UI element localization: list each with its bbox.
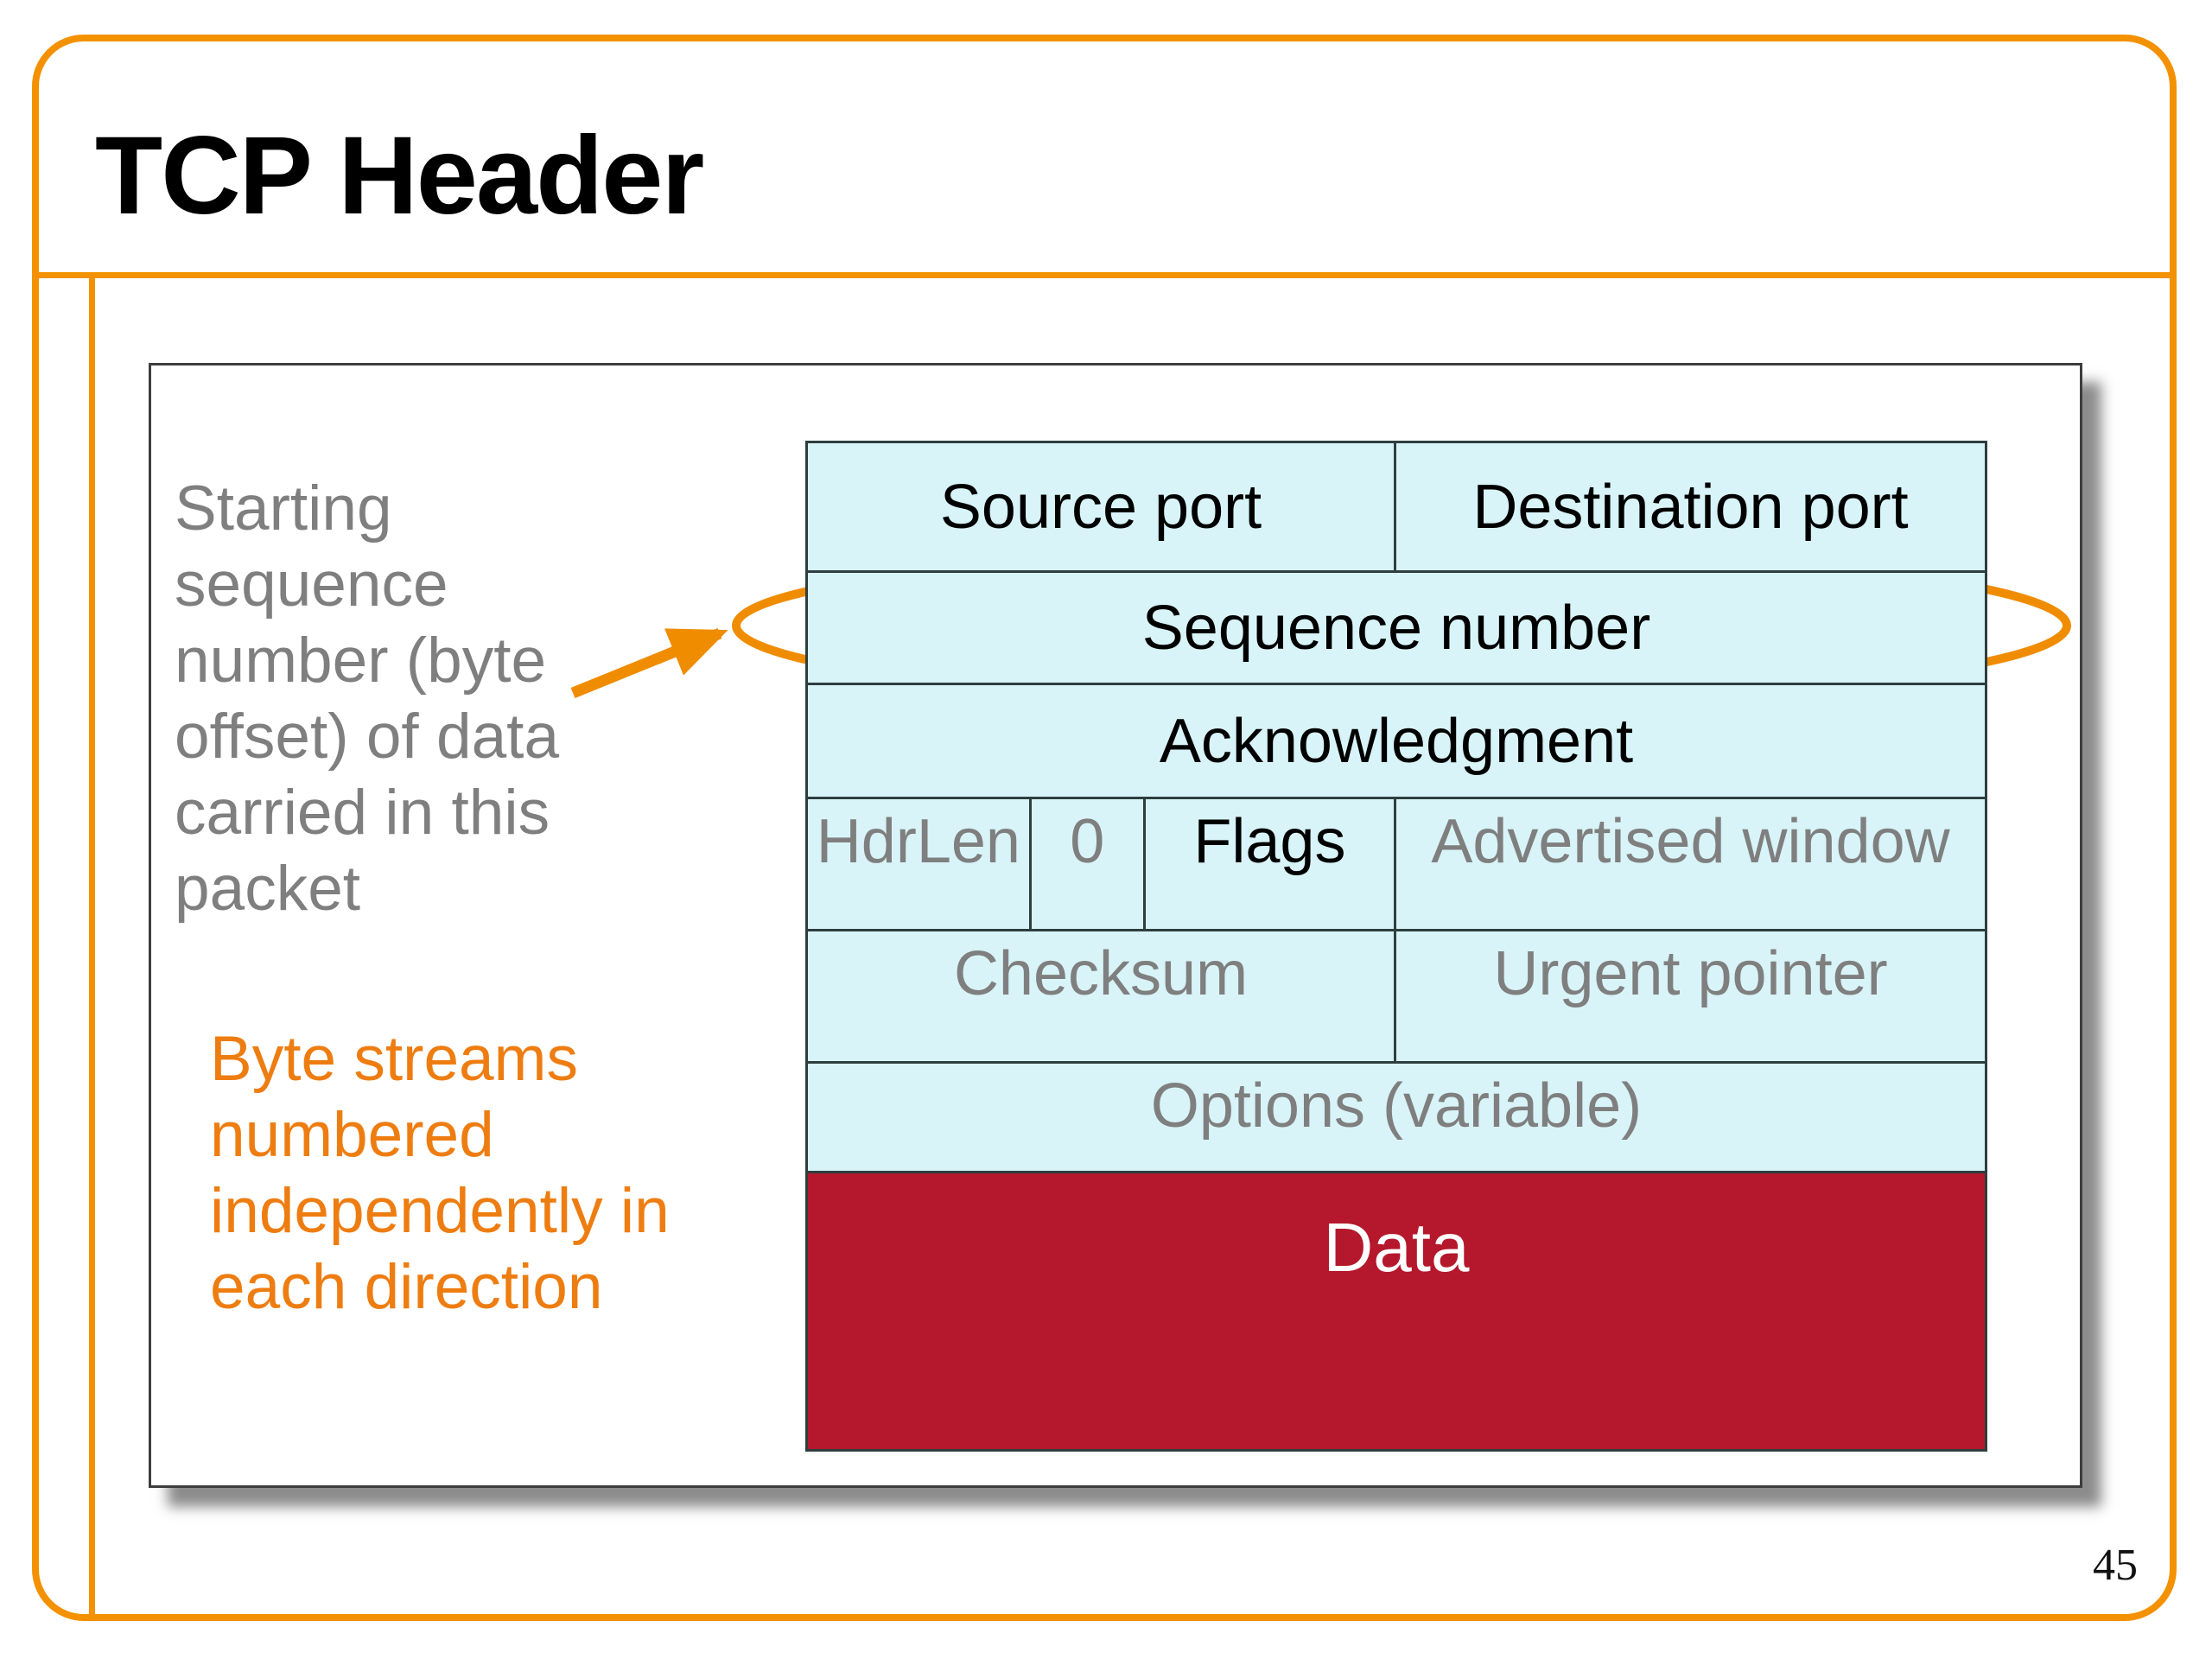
field-advertised-window: Advertised window: [1395, 799, 1985, 929]
field-hdrlen: HdrLen: [808, 799, 1032, 929]
field-urgent-pointer: Urgent pointer: [1396, 931, 1985, 1061]
field-checksum: Checksum: [808, 931, 1396, 1061]
left-accent-line: [89, 272, 95, 1621]
annotation-arrow-icon: [570, 627, 728, 699]
field-destination-port: Destination port: [1396, 443, 1985, 570]
field-zero: 0: [1031, 799, 1146, 929]
tcp-header-table: Source port Destination port Sequence nu…: [805, 441, 1987, 1452]
byte-streams-note: Byte streams numbered independently in e…: [210, 1024, 670, 1322]
starting-sequence-note: Starting sequence number (byte offset) o…: [175, 474, 560, 924]
field-options: Options (variable): [808, 1064, 1985, 1171]
field-acknowledgment: Acknowledgment: [808, 685, 1985, 797]
table-row: Data: [808, 1173, 1985, 1449]
field-sequence-number: Sequence number: [808, 573, 1985, 683]
title-divider-line: [32, 272, 2177, 278]
table-row: Sequence number: [808, 573, 1985, 685]
field-source-port: Source port: [808, 443, 1396, 570]
table-row: HdrLen 0 Flags Advertised window: [808, 799, 1985, 931]
table-row: Checksum Urgent pointer: [808, 931, 1985, 1064]
table-row: Acknowledgment: [808, 685, 1985, 799]
field-data: Data: [808, 1173, 1985, 1449]
field-flags: Flags: [1145, 799, 1396, 929]
table-row: Source port Destination port: [808, 443, 1985, 573]
table-row: Options (variable): [808, 1064, 1985, 1173]
page-number: 45: [2093, 1541, 2138, 1590]
page-title: TCP Header: [95, 114, 704, 238]
slide-border-frame: [32, 35, 2177, 1621]
